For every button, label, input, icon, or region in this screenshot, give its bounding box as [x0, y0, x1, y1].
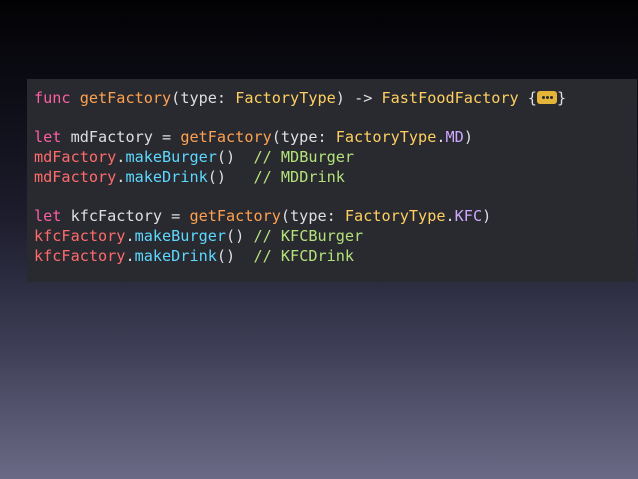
code-line-let-mdfactory: let mdFactory = getFactory(type: Factory…: [34, 127, 637, 147]
brace-close: }: [556, 89, 567, 107]
code-editor-panel: func getFactory(type: FactoryType) -> Fa…: [27, 79, 637, 282]
blank-line: [34, 108, 637, 127]
arg-case: MD: [445, 128, 464, 146]
brace-open: {: [518, 89, 537, 107]
variable: kfcFactory: [34, 247, 126, 265]
args-open: (type:: [271, 128, 336, 146]
arg-case: KFC: [454, 207, 483, 225]
var-declaration: mdFactory =: [61, 128, 181, 146]
method-name: makeDrink: [134, 247, 217, 265]
comment: // KFCDrink: [235, 247, 355, 265]
dot: .: [445, 207, 455, 225]
code-line-let-kfcfactory: let kfcFactory = getFactory(type: Factor…: [34, 206, 637, 226]
var-declaration: kfcFactory =: [61, 207, 190, 225]
code-line-kfc-make-burger: kfcFactory.makeBurger() // KFCBurger: [34, 226, 637, 246]
dot: .: [116, 148, 126, 166]
call-name: getFactory: [189, 207, 281, 225]
code-line-func-declaration: func getFactory(type: FactoryType) -> Fa…: [34, 88, 637, 108]
comment: // MDDrink: [226, 168, 345, 186]
return-type: FastFoodFactory: [381, 89, 519, 107]
parens: (): [226, 227, 245, 245]
method-name: makeDrink: [125, 168, 208, 186]
parens: (): [216, 148, 236, 166]
params-open: (type:: [171, 89, 236, 107]
arg-type: FactoryType: [335, 128, 437, 146]
args-open: (type:: [280, 207, 345, 225]
args-close: ): [482, 207, 492, 225]
comment: // KFCBurger: [244, 227, 364, 245]
variable: kfcFactory: [34, 227, 126, 245]
args-close: ): [463, 128, 473, 146]
ellipsis-icon[interactable]: [536, 91, 557, 104]
variable: mdFactory: [34, 168, 117, 186]
arg-type: FactoryType: [344, 207, 446, 225]
code-line-md-make-drink: mdFactory.makeDrink() // MDDrink: [34, 167, 637, 187]
dot: .: [116, 168, 126, 186]
keyword-func: func: [34, 89, 71, 107]
param-type: FactoryType: [235, 89, 336, 107]
comment: // MDBurger: [235, 148, 355, 166]
dot: .: [436, 128, 446, 146]
params-close: ) ->: [335, 89, 382, 107]
method-name: makeBurger: [134, 227, 227, 245]
keyword-let: let: [34, 128, 62, 146]
code-line-md-make-burger: mdFactory.makeBurger() // MDBurger: [34, 147, 637, 167]
function-name: getFactory: [79, 89, 172, 107]
parens: (): [216, 247, 236, 265]
parens: (): [207, 168, 227, 186]
code-line-kfc-make-drink: kfcFactory.makeDrink() // KFCDrink: [34, 246, 637, 266]
blank-line: [34, 187, 637, 206]
method-name: makeBurger: [125, 148, 217, 166]
variable: mdFactory: [34, 148, 117, 166]
dot: .: [125, 227, 135, 245]
keyword-let: let: [34, 207, 62, 225]
call-name: getFactory: [180, 128, 272, 146]
dot: .: [125, 247, 135, 265]
